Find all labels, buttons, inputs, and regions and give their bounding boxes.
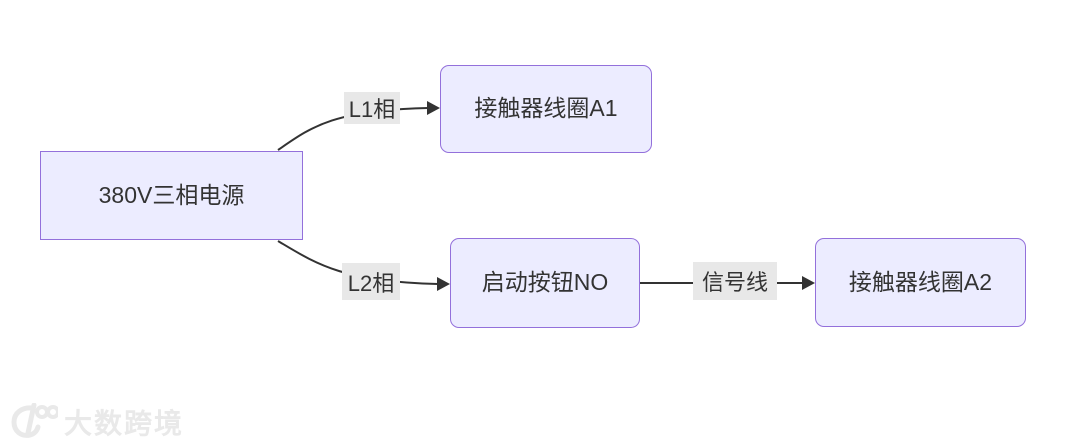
node-contactor-coil-a2: 接触器线圈A2 <box>815 238 1026 327</box>
edge-label-l1-phase: L1相 <box>344 92 400 124</box>
arrowhead-coil-a2 <box>802 276 815 290</box>
watermark: 大数跨境 <box>10 402 184 442</box>
watermark-text: 大数跨境 <box>64 408 185 439</box>
node-start-button-no-label: 启动按钮NO <box>481 269 609 296</box>
node-contactor-coil-a2-label: 接触器线圈A2 <box>848 268 993 295</box>
node-contactor-coil-a1-label: 接触器线圈A1 <box>474 95 618 122</box>
arrowhead-button-no <box>437 277 450 291</box>
watermark-logo-icon <box>11 403 58 438</box>
node-380v-power: 380V三相电源 <box>40 151 303 240</box>
node-start-button-no: 启动按钮NO <box>450 238 640 328</box>
node-contactor-coil-a1: 接触器线圈A1 <box>440 65 652 153</box>
node-380v-power-label: 380V三相电源 <box>98 181 245 208</box>
edge-label-l2-phase: L2相 <box>342 263 400 300</box>
arrowhead-coil-a1 <box>427 101 440 115</box>
edge-label-signal-line: 信号线 <box>693 262 777 300</box>
